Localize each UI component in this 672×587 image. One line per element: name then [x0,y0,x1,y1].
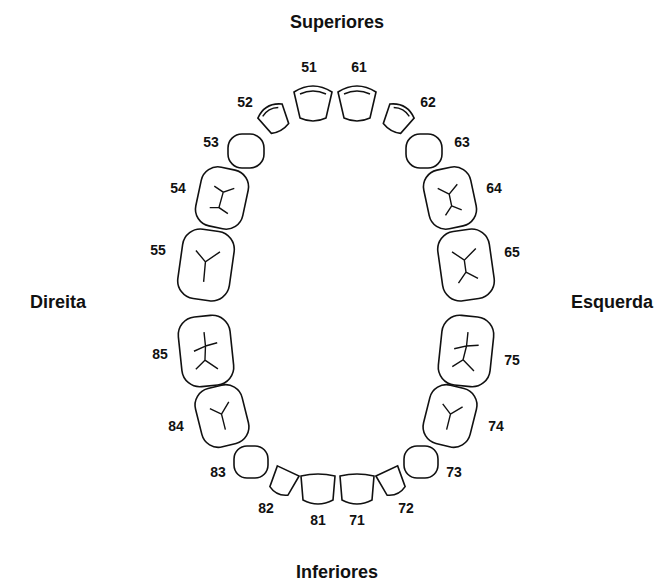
tooth-number: 73 [446,465,462,479]
tooth-number: 81 [310,513,326,527]
tooth [234,446,268,478]
tooth-number: 71 [349,513,365,527]
tooth-number: 53 [203,135,219,149]
tooth-number: 82 [258,501,274,515]
side-heading: Direita [30,293,86,311]
tooth-number: 64 [486,181,502,195]
tooth [435,227,496,304]
tooth-number: 72 [398,501,414,515]
tooth [379,100,417,137]
tooth-number: 55 [150,243,166,257]
tooth [267,466,299,499]
tooth-number: 61 [351,60,367,74]
tooth-number: 65 [504,245,520,259]
tooth-number: 54 [170,181,186,195]
tooth-number: 83 [210,465,226,479]
tooth [228,134,264,168]
tooth [191,381,252,451]
side-heading: Esquerda [571,293,653,311]
tooth [338,86,376,121]
tooth-number: 74 [488,419,504,433]
tooth [301,474,335,504]
tooth-number: 62 [420,95,436,109]
tooth-number: 84 [168,419,184,433]
tooth-number: 52 [237,95,253,109]
region-heading: Superiores [290,13,384,31]
tooth [192,164,251,233]
tooth [376,466,408,499]
tooth [255,100,293,137]
tooth [175,227,236,304]
tooth-number: 51 [301,60,317,74]
tooth [420,164,479,233]
tooth [436,313,495,388]
tooth-number: 63 [454,135,470,149]
tooth [419,381,480,451]
region-heading: Inferiores [296,563,378,581]
tooth-number: 85 [152,347,168,361]
tooth [406,134,442,168]
tooth [340,474,374,504]
tooth [176,313,235,388]
tooth-number: 75 [504,353,520,367]
tooth [294,86,332,121]
tooth [404,446,438,478]
